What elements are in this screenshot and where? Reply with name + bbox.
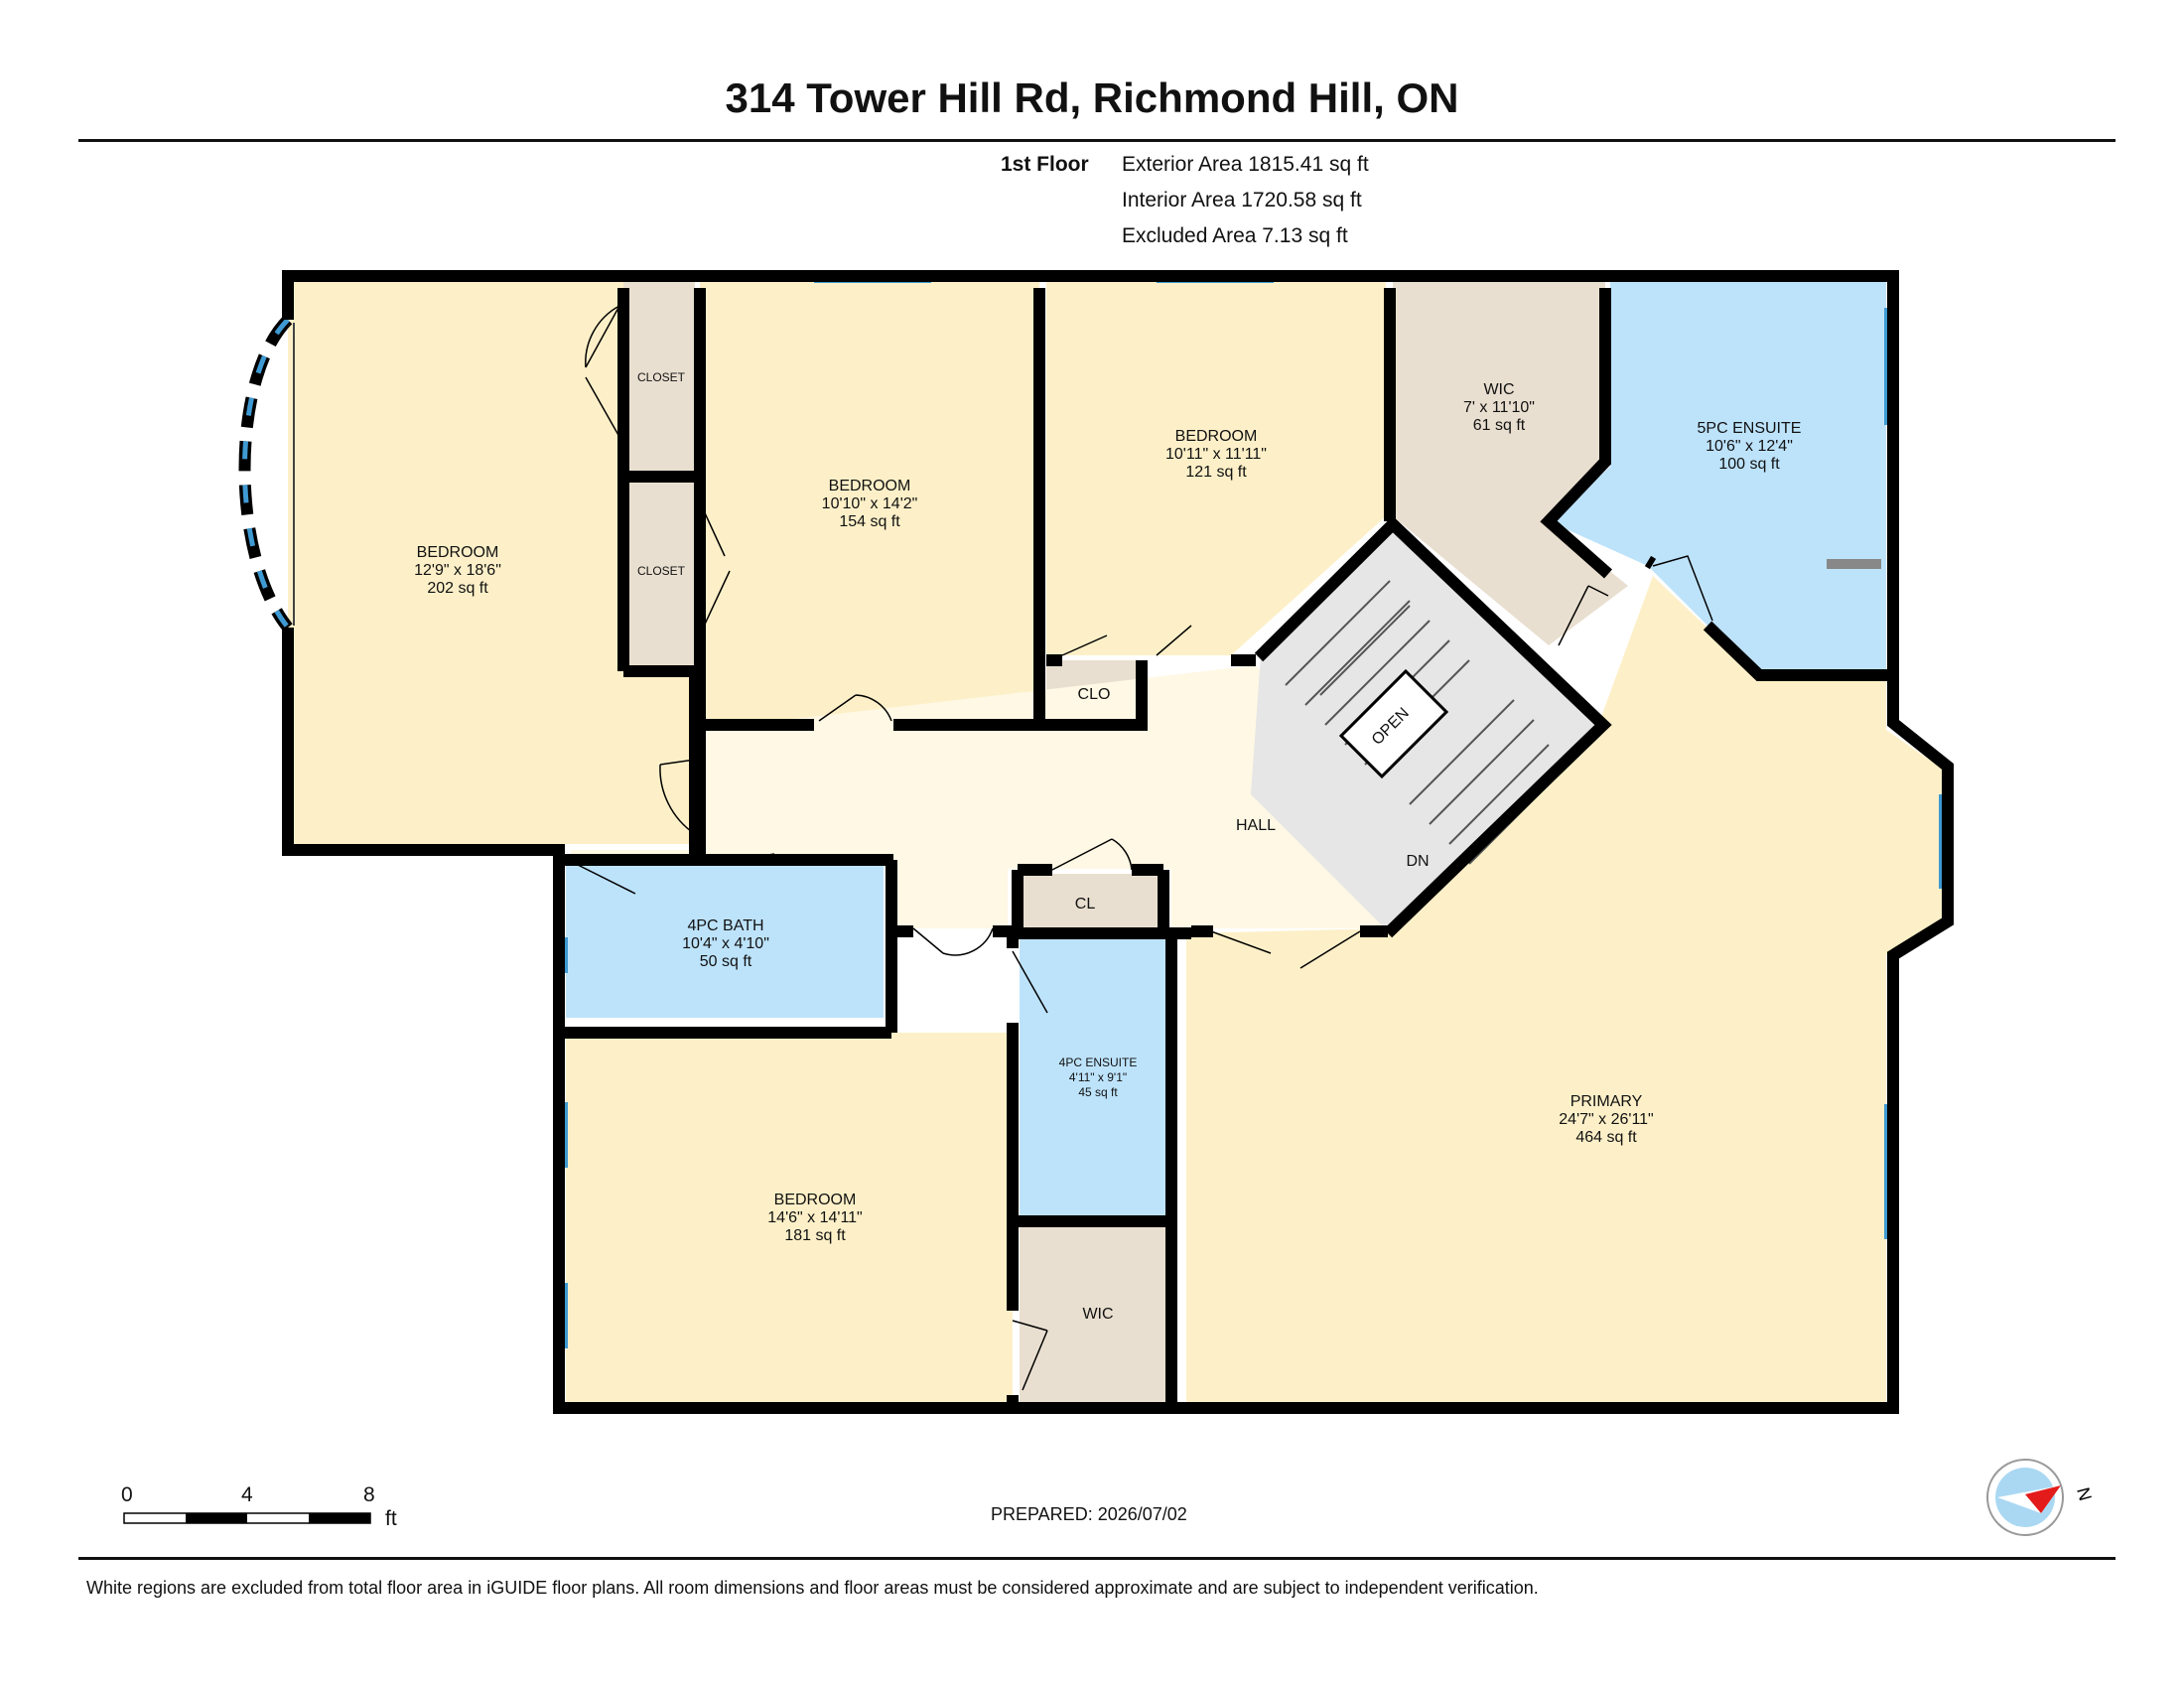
header-rule [78, 139, 2116, 142]
door-swing [694, 491, 731, 646]
bedroom-1-fill [288, 282, 695, 844]
door-swing [585, 305, 620, 438]
primary-name: PRIMARY [1570, 1093, 1643, 1110]
bedroom-3-area: 121 sq ft [1185, 464, 1247, 481]
bedroom-1-name: BEDROOM [417, 544, 499, 561]
compass-label: N [2073, 1485, 2096, 1503]
scale-label-4: 4 [241, 1483, 253, 1506]
ensuite-wall [1644, 555, 1657, 570]
door-swing [1210, 930, 1361, 969]
ensuite-wall-2 [1703, 621, 1893, 681]
hall-label: HALL [1236, 817, 1276, 834]
walls [282, 270, 1954, 1414]
excluded-area: Excluded Area 7.13 sq ft [1122, 224, 1348, 247]
prepared-date: PREPARED: 2026/07/02 [991, 1504, 1187, 1524]
scale-label-0: 0 [121, 1483, 133, 1506]
interior-area: Interior Area 1720.58 sq ft [1122, 189, 1362, 211]
doors [575, 305, 1713, 1391]
bedroom-4-dims: 14'6" x 14'11" [767, 1209, 862, 1226]
door-swing [1012, 950, 1048, 1391]
closet-1-fill [623, 282, 695, 473]
wic-2-fill [1020, 1226, 1171, 1402]
door-swing [575, 853, 775, 895]
scale-unit: ft [385, 1507, 397, 1530]
bath-4-area: 50 sq ft [700, 953, 752, 970]
clo-label: CLO [1078, 686, 1111, 703]
compass-icon: N [1986, 1459, 2096, 1536]
bedroom-4-area: 181 sq ft [784, 1227, 846, 1244]
footer-rule [78, 1557, 2116, 1560]
page-title: 314 Tower Hill Rd, Richmond Hill, ON [725, 74, 1459, 121]
cl-fill [1018, 874, 1161, 928]
ensuite-4-fill [1020, 933, 1171, 1216]
wic-1-name: WIC [1483, 381, 1514, 398]
closet-2-label: CLOSET [637, 564, 686, 578]
cl-label: CL [1075, 896, 1096, 913]
bedroom-3-fill [1046, 282, 1386, 655]
ensuite-4-name: 4PC ENSUITE [1059, 1055, 1138, 1069]
ensuite-5-name: 5PC ENSUITE [1698, 420, 1802, 437]
bath-4-name: 4PC BATH [687, 917, 763, 934]
open-label-box [1338, 668, 1449, 779]
wic-1-fill [1393, 282, 1628, 645]
bedroom-2-fill [700, 282, 1039, 725]
door-swing [818, 694, 892, 722]
wic-2-label: WIC [1082, 1306, 1113, 1323]
disclaimer: White regions are excluded from total fl… [86, 1578, 1539, 1598]
stair-wall [1254, 515, 1612, 938]
bedroom-2-name: BEDROOM [829, 478, 911, 494]
door-swing [659, 759, 696, 835]
wic-wall [1540, 288, 1612, 579]
bay-window [238, 315, 293, 632]
primary-fill [1186, 576, 1944, 1402]
bedroom-2-dims: 10'10" x 14'2" [822, 495, 918, 512]
scale-label-8: 8 [363, 1483, 375, 1506]
bedroom-3-dims: 10'11" x 11'11" [1165, 446, 1267, 463]
vanity [1827, 559, 1881, 569]
bedroom-4-fill [566, 1033, 1013, 1402]
bedroom-4-name: BEDROOM [774, 1192, 857, 1208]
scale-bar [123, 1512, 371, 1524]
door-swing [1061, 625, 1192, 656]
hall-fill [571, 665, 1390, 928]
ensuite-5-fill [1549, 282, 1886, 675]
door-swing [1051, 838, 1133, 871]
ensuite-4-area: 45 sq ft [1078, 1085, 1118, 1099]
exterior-wall [282, 270, 1954, 1414]
exterior-area: Exterior Area 1815.41 sq ft [1122, 153, 1369, 176]
bath-4-dims: 10'4" x 4'10" [682, 935, 769, 952]
bath-4-fill [566, 864, 884, 1018]
primary-area: 464 sq ft [1575, 1129, 1637, 1146]
dn-label: DN [1406, 853, 1429, 870]
door-swing [912, 927, 994, 956]
bedroom-1-area: 202 sq ft [427, 580, 488, 597]
closet-2-fill [623, 481, 695, 665]
wic-1-area: 61 sq ft [1473, 417, 1526, 434]
bedroom-2-area: 154 sq ft [839, 513, 900, 530]
door-swing [1558, 585, 1609, 646]
bedroom-1-dims: 12'9" x 18'6" [414, 562, 501, 579]
floor-label: 1st Floor [1001, 153, 1089, 176]
ensuite-5-area: 100 sq ft [1718, 456, 1780, 473]
ensuite-5-dims: 10'6" x 12'4" [1706, 438, 1793, 455]
bedroom-3-name: BEDROOM [1175, 428, 1258, 445]
closet-1-label: CLOSET [637, 370, 686, 384]
wic-1-dims: 7' x 11'10" [1463, 399, 1535, 416]
ensuite-4-dims: 4'11" x 9'1" [1069, 1070, 1127, 1084]
door-swing [1652, 555, 1713, 622]
primary-dims: 24'7" x 26'11" [1559, 1111, 1653, 1128]
